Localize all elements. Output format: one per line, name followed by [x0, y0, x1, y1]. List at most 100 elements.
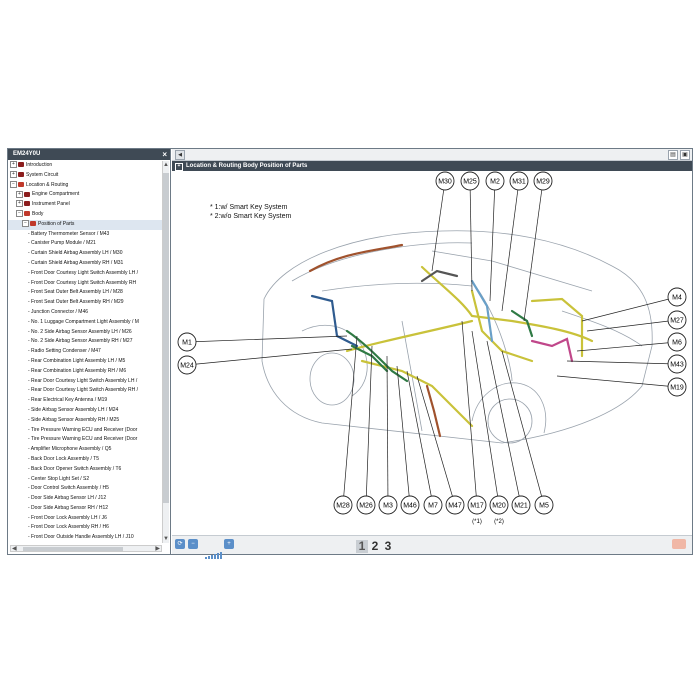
tree-item[interactable]: +Engine Compartment	[8, 190, 163, 200]
expand-icon[interactable]: +	[175, 163, 183, 171]
horizontal-scrollbar[interactable]: ◀ ▶	[10, 545, 162, 552]
tree-item[interactable]: - Rear Electrical Key Antenna / M19	[8, 396, 163, 406]
tree-item[interactable]: - Battery Thermometer Sensor / M43	[8, 230, 163, 240]
tree-item[interactable]: - Door Control Switch Assembly / H5	[8, 484, 163, 494]
tree-item[interactable]: - Junction Connector / M46	[8, 308, 163, 318]
tree-item[interactable]: - Amplifier Microphone Assembly / Q5	[8, 445, 163, 455]
expand-icon[interactable]: +	[16, 190, 23, 198]
connector-label-m30[interactable]: M30	[438, 179, 452, 186]
connector-label-m4[interactable]: M4	[672, 295, 682, 302]
connector-label-m17[interactable]: M17	[470, 503, 484, 510]
tree-item[interactable]: - Tire Pressure Warning ECU and Receiver…	[8, 435, 163, 445]
tree-item[interactable]: - Front Seat Outer Belt Assembly LH / M2…	[8, 288, 163, 298]
connector-label-m6[interactable]: M6	[672, 340, 682, 347]
leader-line	[186, 348, 353, 366]
print-icon[interactable]: ▤	[668, 150, 678, 160]
connector-label-m46[interactable]: M46	[403, 503, 417, 510]
tree-item[interactable]: −Location & Routing	[8, 180, 163, 191]
collapse-left-icon[interactable]: ◀	[175, 150, 185, 160]
connector-label-m26[interactable]: M26	[359, 503, 373, 510]
zoom-level-bar[interactable]	[205, 541, 223, 559]
tree-item[interactable]: - Front Door Lock Assembly LH / J6	[8, 514, 163, 524]
tree-item[interactable]: −Body	[8, 210, 163, 220]
hscroll-thumb[interactable]	[23, 547, 123, 551]
connector-label-m43[interactable]: M43	[670, 362, 684, 369]
scroll-down-icon[interactable]: ▼	[163, 536, 169, 542]
connector-label-m1[interactable]: M1	[182, 340, 192, 347]
connector-label-m31[interactable]: M31	[512, 179, 526, 186]
connector-label-m2[interactable]: M2	[490, 179, 500, 186]
connector-label-m28[interactable]: M28	[336, 503, 350, 510]
connector-label-m20[interactable]: M20	[492, 503, 506, 510]
page-1-button[interactable]: 1	[356, 540, 368, 553]
tree-item[interactable]: - Front Seat Outer Belt Assembly RH / M2…	[8, 298, 163, 308]
tree-item[interactable]: - Canister Pump Module / M21	[8, 239, 163, 249]
connector-label-m29[interactable]: M29	[536, 179, 550, 186]
tree-item[interactable]: - Side Airbag Sensor Assembly LH / M24	[8, 406, 163, 416]
tree-item[interactable]: - Door Side Airbag Sensor LH / J12	[8, 494, 163, 504]
connector-label-m5[interactable]: M5	[539, 503, 549, 510]
expand-icon[interactable]: +	[10, 170, 17, 178]
scroll-up-icon[interactable]: ▲	[163, 162, 169, 168]
page-3-button[interactable]: 3	[384, 539, 392, 553]
scroll-right-icon[interactable]: ▶	[155, 546, 160, 552]
tree-item[interactable]: - No. 2 Side Airbag Sensor Assembly LH /…	[8, 328, 163, 338]
tree-item[interactable]: - Front Door Courtesy Light Switch Assem…	[8, 269, 163, 279]
zoom-in-icon[interactable]: +	[224, 539, 234, 549]
tree-item-label: - Front Door Courtesy Light Switch Assem…	[28, 269, 139, 276]
right-toolbar: ◀ ▤ ▣	[172, 149, 692, 161]
connector-circle	[378, 495, 398, 515]
tree-item[interactable]: - Front Door Lock Assembly RH / H6	[8, 523, 163, 533]
book-icon	[24, 191, 30, 197]
tree-item[interactable]: - Front Door Outside Handle Assembly LH …	[8, 533, 163, 543]
book-icon	[24, 201, 30, 207]
page-2-button[interactable]: 2	[371, 539, 379, 553]
collapse-icon[interactable]: −	[10, 180, 17, 188]
connector-label-m27[interactable]: M27	[670, 318, 684, 325]
tree-item[interactable]: - Side Airbag Sensor Assembly RH / M25	[8, 416, 163, 426]
tree-item[interactable]: - Tire Pressure Warning ECU and Receiver…	[8, 426, 163, 436]
tree-item[interactable]: - Rear Combination Light Assembly RH / M…	[8, 367, 163, 377]
tree-item[interactable]: - No. 1 Luggage Compartment Light Assemb…	[8, 318, 163, 328]
scroll-left-icon[interactable]: ◀	[12, 546, 17, 552]
collapse-icon[interactable]: −	[22, 219, 29, 227]
tree-item[interactable]: - Center Stop Light Set / S2	[8, 475, 163, 485]
tree-item[interactable]: - Rear Door Courtesy Light Switch Assemb…	[8, 386, 163, 396]
zoom-out-icon[interactable]: −	[188, 539, 198, 549]
connector-label-m19[interactable]: M19	[670, 385, 684, 392]
scroll-thumb[interactable]	[163, 173, 169, 503]
tree-item[interactable]: - No. 2 Side Airbag Sensor Assembly RH /…	[8, 337, 163, 347]
tree-item[interactable]: - Door Side Airbag Sensor RH / H12	[8, 504, 163, 514]
connector-label-m47[interactable]: M47	[448, 503, 462, 510]
tree-item[interactable]: - Rear Combination Light Assembly LH / M…	[8, 357, 163, 367]
tree-item[interactable]: - Back Door Lock Assembly / T5	[8, 455, 163, 465]
tree-item[interactable]: - Rear Door Courtesy Light Switch Assemb…	[8, 377, 163, 387]
tree-item[interactable]: - Back Door Opener Switch Assembly / T6	[8, 465, 163, 475]
expand-icon[interactable]: +	[16, 200, 23, 208]
feedback-icon[interactable]	[672, 539, 686, 549]
connector-label-m7[interactable]: M7	[428, 503, 438, 510]
tree-item-label: - No. 1 Luggage Compartment Light Assemb…	[28, 318, 139, 325]
vertical-scrollbar[interactable]: ▲ ▼	[162, 161, 169, 543]
tree-item[interactable]: - Curtain Shield Airbag Assembly RH / M3…	[8, 259, 163, 269]
connector-label-m25[interactable]: M25	[463, 179, 477, 186]
tree-item[interactable]: - Front Door Courtesy Light Switch Assem…	[8, 279, 163, 289]
connector-label-m3[interactable]: M3	[383, 503, 393, 510]
tree-item[interactable]: +Introduction	[8, 161, 163, 171]
tree-item[interactable]: - Radio Setting Condenser / M47	[8, 347, 163, 357]
note-no-smart-key: * 2:w/o Smart Key System	[210, 213, 292, 220]
connector-label-m21[interactable]: M21	[514, 503, 528, 510]
connector-label-m24[interactable]: M24	[180, 363, 194, 370]
expand-icon[interactable]: +	[10, 161, 17, 169]
tree-item-label: - Front Seat Outer Belt Assembly RH / M2…	[28, 299, 124, 306]
window-icon[interactable]: ▣	[680, 150, 690, 160]
close-icon[interactable]: ×	[162, 150, 167, 159]
tree-item[interactable]: - Curtain Shield Airbag Assembly LH / M3…	[8, 249, 163, 259]
tree-item[interactable]: +System Circuit	[8, 170, 163, 181]
tree-item[interactable]: +Instrument Panel	[8, 200, 163, 210]
tree-item[interactable]: −Position of Parts	[8, 219, 163, 230]
collapse-icon[interactable]: −	[16, 210, 23, 218]
zoom-reset-icon[interactable]: ⟳	[175, 539, 185, 549]
